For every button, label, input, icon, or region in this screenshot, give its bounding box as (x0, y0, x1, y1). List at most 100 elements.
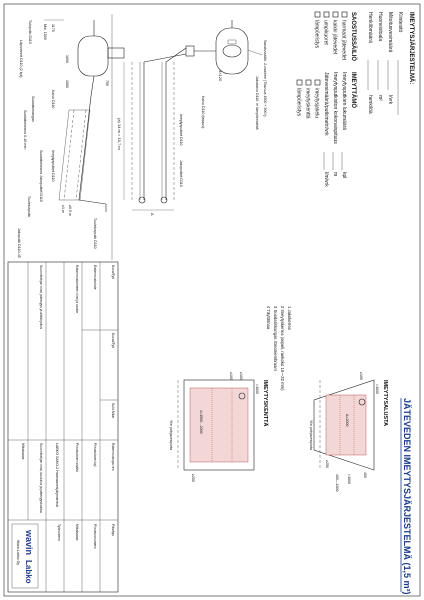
form-panel: IMEYTYSJÄRJESTELMÄ: Kiinteistö Mitoitusv… (296, 11, 415, 187)
saostussailio-heading: SAOSTUSSÄILIÖ (350, 12, 357, 61)
section-dim-1060: 1060 (65, 80, 69, 88)
section-dim-750: 750 (105, 80, 109, 86)
title-block: Kuva/Työ Kuvat/Työ Suht.Mitat Rakennuslu… (7, 261, 119, 593)
tb-date-label: Päiväys (111, 524, 115, 536)
section-label-jakoputket: Suodatinkerros Jakoputket D110 (39, 150, 43, 202)
alusta-dim-0: >1000 (375, 384, 379, 394)
tb-cell-1-0: Rakennuskohde (93, 265, 97, 290)
outer-frame (3, 3, 421, 597)
alusta-dim-4: 400 (363, 472, 367, 478)
imeytyskentta-section: IMEYTYSKENTTÄ Ylin pohjavesipinta >1000 … (169, 372, 269, 482)
kentta-trench (183, 379, 255, 471)
leader (247, 49, 263, 56)
kentta-groundwater-label: Ylin pohjavesipinta (169, 420, 173, 450)
tb-cell-2-0: Rakennuskohteen nimi ja osoite (75, 265, 79, 313)
imeytysalusta-section: IMEYTYSALUSTA Ylin pohjavesipinta >1000 … (309, 372, 388, 492)
alusta-groundwater-label: Ylin pohjavesipinta (309, 420, 313, 450)
checkbox-lampoeristys-2[interactable] (296, 79, 303, 86)
section-view: 1170 Min. 1500 1000 750 1060 ≥0,5 m ≥1 m… (17, 14, 125, 260)
imeytysalusta-heading: IMEYTYSALUSTA (382, 380, 388, 426)
gravel-layer (63, 109, 75, 201)
tank-detail (227, 39, 237, 45)
plan-label-tank: Saostussäiliö, 2-osainen (Tilavuus 1500 … (263, 40, 267, 116)
section-label-tuuletusputki-2: Tuuletusputki D110 (93, 218, 97, 249)
legend-item-4: 4 Täyttömaa (266, 306, 271, 330)
checkbox-harmaat[interactable] (341, 11, 348, 18)
form-field-huoneistoala: Huoneistoala (377, 12, 383, 41)
kentta-dim-1: ≥100 (239, 372, 243, 380)
imeyttamo-heading: IMEYTTÄMÖ (350, 72, 357, 108)
title-block-frame (7, 261, 119, 593)
plan-label-imeytysputket: Imeytysputket D110 (179, 114, 183, 146)
tb-sheet-label: Piirustusnumero (93, 524, 97, 549)
septic-tank-plan (215, 27, 249, 75)
section-label-imeytysputket: Imeytysputket D110 (51, 150, 55, 182)
tb-cell-5-3: Mittakaava (21, 443, 25, 460)
form-field-henkilomaara-unit: henkilöä (367, 95, 373, 114)
alusta-dim-1: ≥100 (359, 372, 363, 380)
section-label-kaivo: Kaivo D110 (51, 90, 55, 108)
form-field-huoneistoala-unit: m² (377, 95, 383, 101)
alusta-trench (313, 379, 375, 471)
gravel-bed (58, 109, 91, 201)
option-harmaat: harmaat jätevedet (341, 20, 347, 61)
logo-box (11, 523, 39, 589)
tank-riser (107, 47, 125, 59)
brand-wavin: wavin (24, 529, 34, 555)
distribution-box (185, 45, 195, 57)
plan-dim-width: 4×120 (218, 70, 223, 82)
checkbox-imeytyskentta[interactable] (305, 79, 312, 86)
kentta-dim-2: ≥100 (229, 372, 233, 380)
alusta-dim-3: ≥250 (325, 460, 329, 468)
pipe (165, 47, 187, 63)
vent-pipe-end (160, 196, 168, 204)
gravel-layer (75, 109, 87, 201)
absorption-field-count-unit: kpl (341, 172, 347, 178)
alusta-pipe (358, 398, 366, 406)
absorption-field-length-unit: m (332, 172, 338, 176)
form-field-mitoitus-unit: l/vrk (387, 95, 393, 105)
plan-dim-a: A (150, 213, 155, 216)
kentta-dim-0: >1000 (255, 384, 259, 394)
drawing-title: JÄTEVEDEN IMEYTYSJÄRJESTELMÄ (1,5 m³) (402, 398, 412, 595)
checkbox-imeytysjakelu[interactable] (314, 79, 321, 86)
alusta-fill (325, 394, 367, 456)
option-imeytysjakelu: imeytysjakelu (314, 88, 320, 118)
absorption-field-rate-unit: l/m/vrk (323, 172, 329, 187)
legend: 1 Jakokerros 2 Imeytyskerros (sepeli, ra… (266, 306, 292, 391)
tb-cell-0-2: Suht.Mitat (111, 403, 115, 418)
section-label-suodatinkangas: Suodatinkangas (31, 96, 35, 122)
tb-cell-4-0: Suunnittelijan nimi, pätevyys ja allekir… (39, 265, 43, 329)
kentta-fill (189, 387, 249, 463)
tb-job-label: Työnumero (57, 524, 61, 541)
plan-view: (a) 14 m = 15,7 m A 4×120 Saostussäiliö,… (117, 20, 267, 216)
option-lampoeristys-2: lämpöeristys (296, 88, 302, 117)
brand-sub: Wavin-Labko Oy (16, 540, 20, 565)
option-kaikki: kaikki jätevedet (332, 20, 338, 55)
absorption-field-rate: Jätevesimäärä/putkimetri/vrk (323, 72, 329, 136)
tb-cell-0-1: Kuvat/Työ (111, 333, 115, 348)
section-dim-1170: 1170 (51, 24, 55, 32)
tb-cell-1-3: Piirustuksen laji (93, 443, 97, 467)
checkbox-kaikki[interactable] (332, 11, 339, 18)
plan-label-kaivo: Kaivo D110 (tasaus) (201, 96, 205, 128)
form-field-kiinteisto: Kiinteistö (397, 12, 403, 33)
section-dim-1500: Min. 1500 (43, 24, 47, 40)
section-label-jakoputki: Jakoputki D110-45 (17, 228, 21, 258)
legend-item-2: 2 Imeytyskerros (sepeli, raekoko 16—32 m… (280, 306, 285, 391)
tb-cell-3-3: LABKO SAKO-2 Harmaavesijärjestelmä (55, 443, 59, 507)
section-label-tuloputki: Tuloputki D110 (28, 20, 32, 44)
vent-pipe (78, 199, 107, 205)
section-label-lapiviennit: Läpiviennit D110 (2 kpl) (19, 40, 23, 78)
checkbox-umpikuoret[interactable] (323, 11, 330, 18)
alusta-dim-5: >1000 (347, 474, 351, 484)
option-imeytyskentta: imeytyskenttä (305, 88, 311, 119)
absorption-field-count: Imeytysputkien lukumäärä (341, 72, 347, 130)
section-label-suodatinkerros: Suodatinkerros 0-16 mm (23, 110, 27, 149)
kentta-pipe (238, 392, 246, 400)
section-dim-1000: 1000 (65, 55, 69, 63)
checkbox-lampoeristys[interactable] (314, 11, 321, 18)
